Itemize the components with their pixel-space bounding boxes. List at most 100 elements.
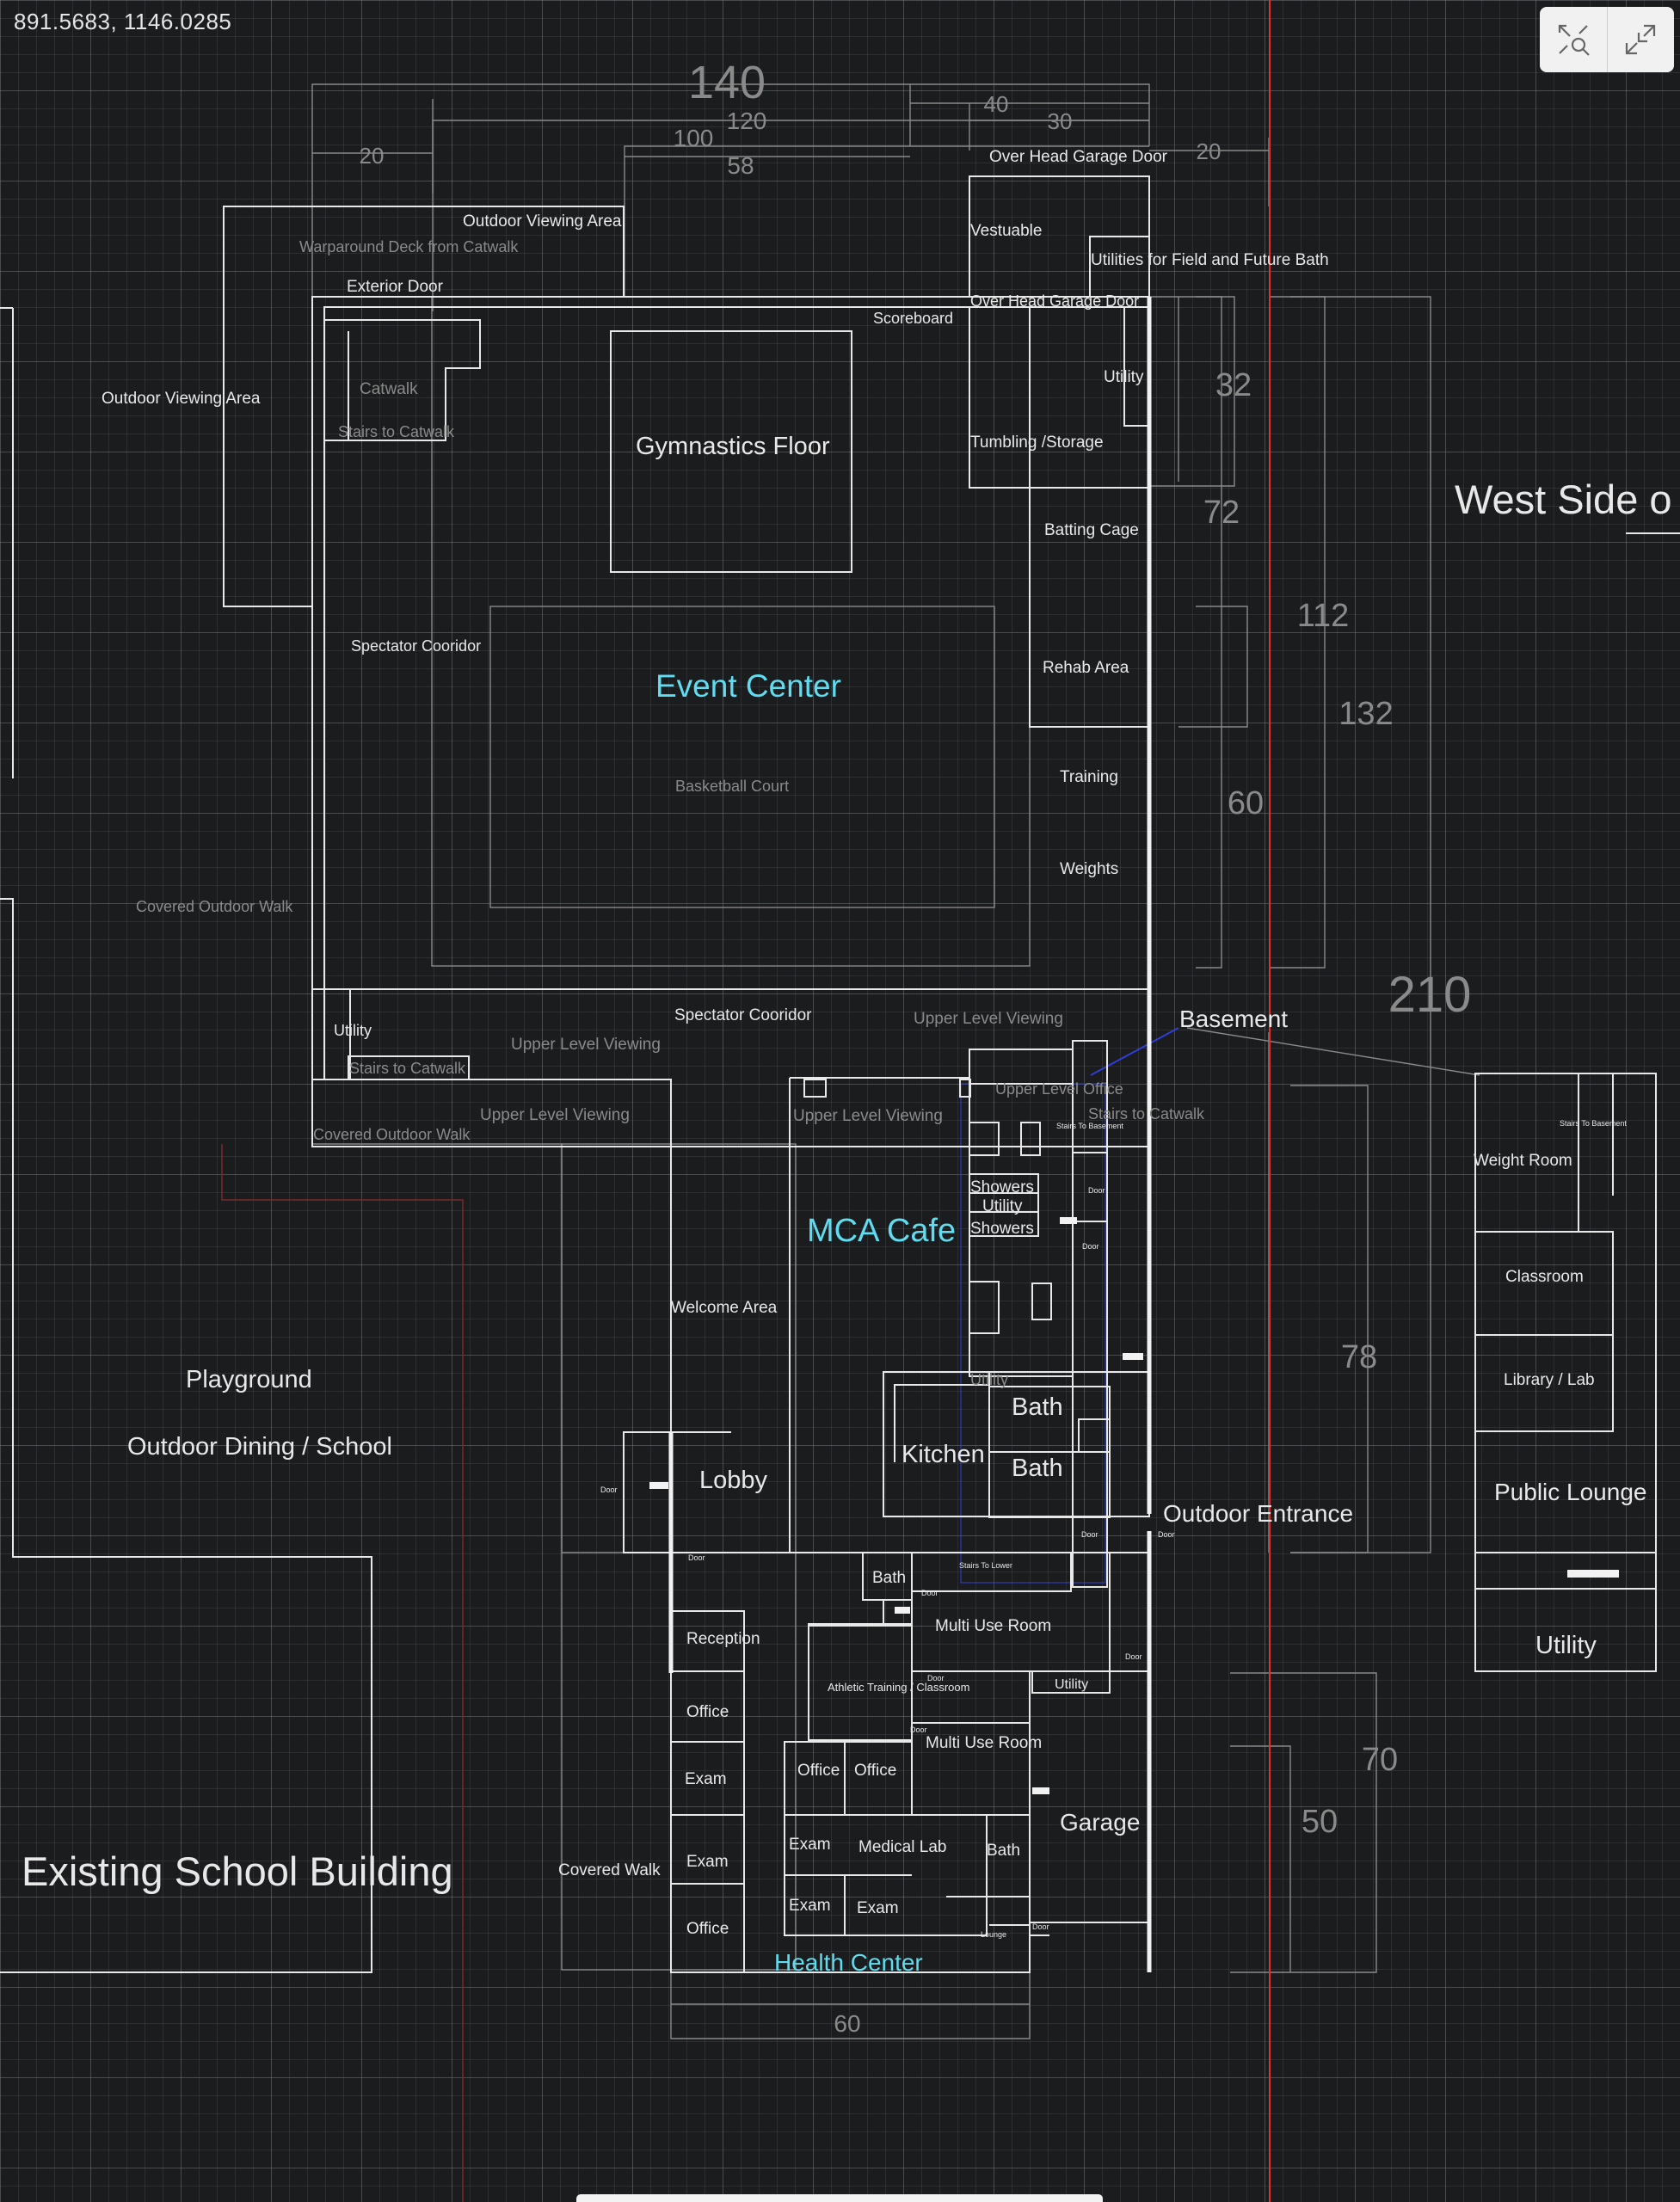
label-weight-room: Weight Room — [1474, 1152, 1572, 1170]
dim-40: 40 — [984, 91, 1009, 117]
label-wraparound-deck: Warparound Deck from Catwalk — [299, 238, 519, 255]
label-overhead-garage-door-top: Over Head Garage Door — [989, 148, 1168, 166]
label-exam-2: Exam — [789, 1836, 831, 1854]
walls — [0, 175, 1680, 1973]
exterior-walls — [668, 297, 1152, 1972]
dim-20-right: 20 — [1197, 138, 1222, 164]
dim-60-bottom: 60 — [834, 2010, 860, 2037]
label-basketball-court: Basketball Court — [675, 778, 789, 795]
label-door-8: Door — [927, 1674, 945, 1682]
label-covered-outdoor-walk-bottom: Covered Outdoor Walk — [313, 1126, 471, 1143]
label-door-9: Door — [910, 1725, 927, 1734]
label-utilities-field: Utilities for Field and Future Bath — [1091, 251, 1329, 269]
label-tumbling-storage: Tumbling /Storage — [970, 434, 1104, 452]
label-utility-sw: Utility — [334, 1022, 372, 1039]
label-public-lounge: Public Lounge — [1494, 1479, 1646, 1505]
basement-leader — [1090, 1027, 1179, 1076]
label-utility-east: Utility — [1535, 1632, 1597, 1659]
label-upper-level-viewing-1: Upper Level Viewing — [511, 1036, 661, 1054]
label-utility-kitchen: Utility — [970, 1371, 1008, 1388]
label-door-10: Door — [1032, 1922, 1049, 1931]
dimension-labels: 140 120 100 58 40 30 20 20 32 72 112 132… — [360, 57, 1472, 2037]
label-covered-outdoor-walk-top: Covered Outdoor Walk — [136, 898, 293, 915]
label-showers-2: Showers — [970, 1220, 1034, 1238]
label-bath-1: Bath — [1012, 1393, 1063, 1421]
label-stairs-to-basement-1: Stairs To Basement — [1056, 1122, 1123, 1130]
label-scoreboard: Scoreboard — [873, 310, 953, 327]
label-catwalk: Catwalk — [360, 380, 418, 398]
label-bath-2: Bath — [1012, 1455, 1063, 1482]
label-event-center: Event Center — [655, 668, 841, 704]
collapse-button[interactable] — [1606, 7, 1675, 72]
label-lobby: Lobby — [699, 1467, 768, 1494]
label-door-6: Door — [921, 1589, 938, 1597]
label-outdoor-dining: Outdoor Dining / School — [127, 1433, 392, 1461]
label-door-2: Door — [1082, 1242, 1099, 1251]
label-door-3: Door — [1081, 1530, 1098, 1539]
label-upper-level-office: Upper Level Office — [995, 1080, 1123, 1098]
dim-78: 78 — [1341, 1339, 1377, 1375]
label-welcome-area: Welcome Area — [671, 1299, 778, 1317]
label-stairs-to-catwalk-bottom: Stairs to Catwalk — [349, 1060, 466, 1077]
boundary-line — [221, 1144, 464, 2202]
label-office-2: Office — [797, 1762, 840, 1780]
label-vestuable: Vestuable — [970, 222, 1042, 240]
label-showers-1: Showers — [970, 1178, 1034, 1196]
dim-30: 30 — [1048, 108, 1073, 134]
dim-32: 32 — [1215, 367, 1252, 403]
label-outdoor-viewing-area-left: Outdoor Viewing Area — [102, 390, 261, 408]
label-classroom: Classroom — [1505, 1268, 1584, 1286]
label-door-4: Door — [1158, 1530, 1175, 1539]
label-multi-use-room-1: Multi Use Room — [935, 1617, 1051, 1635]
label-door-lobby: Door — [600, 1485, 618, 1494]
label-upper-level-viewing-3: Upper Level Viewing — [793, 1107, 943, 1125]
label-kitchen: Kitchen — [902, 1441, 985, 1468]
dim-20-left: 20 — [360, 143, 385, 169]
label-office-4: Office — [686, 1920, 729, 1938]
label-utility-gym: Utility — [1104, 368, 1144, 386]
label-playground: Playground — [186, 1366, 312, 1393]
label-upper-level-viewing-2: Upper Level Viewing — [480, 1106, 630, 1124]
label-lounge: Lounge — [981, 1930, 1006, 1939]
label-rehab-area: Rehab Area — [1043, 659, 1129, 677]
label-stairs-to-basement-2: Stairs To Basement — [1560, 1119, 1627, 1128]
label-batting-cage: Batting Cage — [1044, 521, 1139, 539]
label-utility-showers: Utility — [982, 1197, 1023, 1215]
label-office-3: Office — [854, 1762, 896, 1780]
dim-58: 58 — [727, 152, 754, 179]
cursor-coordinates: 891.5683, 1146.0285 — [14, 9, 232, 34]
dim-50: 50 — [1302, 1804, 1338, 1840]
zoom-select-icon — [1558, 24, 1590, 56]
label-covered-walk: Covered Walk — [558, 1861, 661, 1879]
label-upper-level-viewing-right: Upper Level Viewing — [914, 1010, 1063, 1028]
label-outdoor-viewing-area-top: Outdoor Viewing Area — [463, 212, 622, 231]
label-bath-4: Bath — [987, 1842, 1020, 1860]
label-garage: Garage — [1060, 1809, 1140, 1836]
label-overhead-garage-door: Over Head Garage Door — [970, 292, 1139, 310]
label-stairs-to-catwalk-top: Stairs to Catwalk — [338, 423, 455, 440]
horizontal-scrollbar[interactable] — [576, 2194, 1103, 2202]
label-medical-lab: Medical Lab — [858, 1838, 946, 1856]
room-labels: Outdoor Viewing Area Warparound Deck fro… — [22, 148, 1672, 1976]
label-exam-3: Exam — [686, 1853, 729, 1871]
door-markers — [649, 1217, 1619, 1794]
dim-120: 120 — [727, 108, 767, 134]
dim-132: 132 — [1338, 696, 1393, 732]
label-mca-cafe: MCA Cafe — [807, 1213, 956, 1249]
zoom-select-button[interactable] — [1540, 7, 1607, 72]
label-reception: Reception — [686, 1630, 760, 1648]
dimension-lines — [311, 83, 1480, 2039]
label-exterior-door: Exterior Door — [347, 278, 444, 296]
label-health-center: Health Center — [774, 1949, 923, 1976]
dim-60-right: 60 — [1228, 785, 1264, 821]
label-bath-3: Bath — [872, 1569, 906, 1587]
label-library-lab: Library / Lab — [1504, 1371, 1595, 1389]
label-utility-multi: Utility — [1055, 1677, 1088, 1692]
label-spectator-cooridor-left: Spectator Cooridor — [351, 637, 481, 655]
dim-100: 100 — [674, 125, 714, 151]
label-basement: Basement — [1179, 1006, 1288, 1032]
label-stairs-to-lower: Stairs To Lower — [959, 1561, 1012, 1570]
